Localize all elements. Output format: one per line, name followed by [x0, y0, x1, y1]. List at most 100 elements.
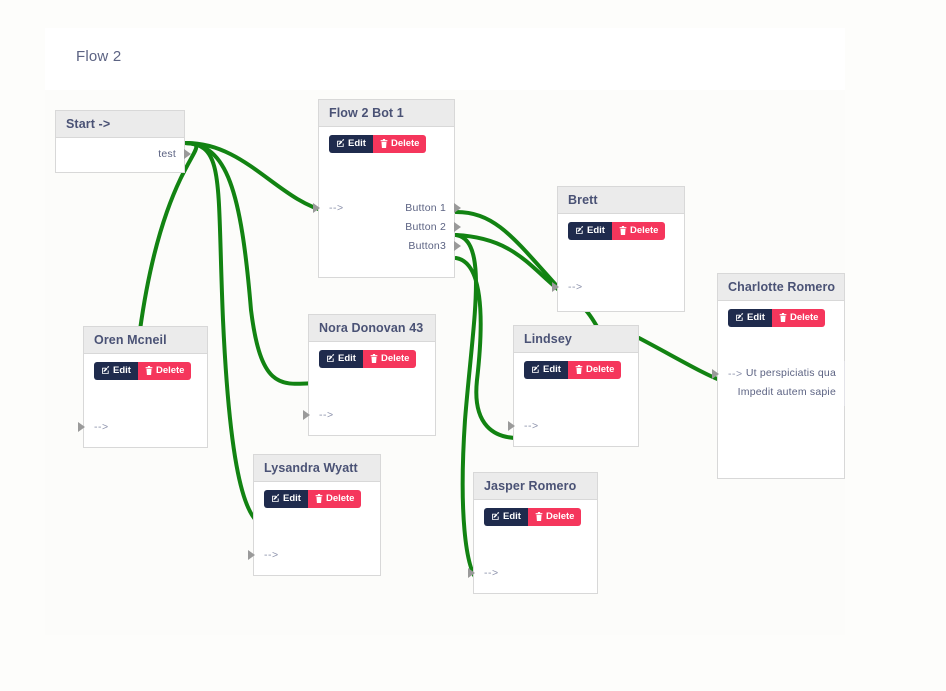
flow-edge[interactable]	[454, 210, 567, 297]
trash-icon	[575, 365, 583, 375]
output-handle-flow-2-bot-1-0[interactable]	[454, 203, 461, 213]
edit-button-label: Edit	[543, 364, 561, 375]
delete-button-label: Delete	[545, 511, 575, 522]
node-title-lysandra-wyatt: Lysandra Wyatt	[254, 455, 380, 482]
delete-button-lindsey[interactable]: Delete	[567, 361, 622, 379]
edit-button-brett[interactable]: Edit	[568, 222, 612, 240]
delete-button-nora-donovan-43[interactable]: Delete	[362, 350, 417, 368]
node-title-brett: Brett	[558, 187, 684, 214]
input-label-brett: -->	[568, 281, 583, 293]
edit-button-charlotte-romero[interactable]: Edit	[728, 309, 772, 327]
node-body-nora-donovan-43: Edit Delete -->	[303, 342, 435, 425]
node-actions-brett: Edit Delete	[558, 214, 684, 240]
edit-button-lindsey[interactable]: Edit	[524, 361, 568, 379]
edit-button-label: Edit	[348, 138, 366, 149]
node-body-lindsey: Edit Delete -->	[508, 353, 638, 436]
flow-edge[interactable]	[454, 256, 520, 440]
trash-icon	[535, 512, 543, 522]
pencil-square-icon	[102, 366, 110, 375]
delete-button-label: Delete	[585, 364, 615, 375]
trash-icon	[370, 354, 378, 364]
delete-button-oren-mcneil[interactable]: Delete	[137, 362, 192, 380]
node-title-charlotte-romero: Charlotte Romero	[718, 274, 844, 301]
output-label-flow-2-bot-1-2: Button3	[408, 240, 446, 252]
edit-button-label: Edit	[283, 493, 301, 504]
node-actions-lysandra-wyatt: Edit Delete	[254, 482, 380, 508]
node-title-flow-2-bot-1: Flow 2 Bot 1	[319, 100, 454, 127]
edit-button-flow-2-bot-1[interactable]: Edit	[329, 135, 373, 153]
input-label-lindsey: -->	[524, 420, 539, 432]
handle-row: test	[56, 144, 191, 163]
input-handle-jasper-romero[interactable]	[468, 568, 475, 578]
edit-button-oren-mcneil[interactable]: Edit	[94, 362, 138, 380]
node-title-lindsey: Lindsey	[514, 326, 638, 353]
input-handle-charlotte-romero[interactable]	[712, 369, 719, 379]
node-body-brett: Edit Delete -->	[552, 214, 684, 297]
delete-button-jasper-romero[interactable]: Delete	[527, 508, 582, 526]
handle-row: -->Ut perspiciatis qua	[712, 361, 845, 387]
input-handle-lysandra-wyatt[interactable]	[248, 550, 255, 560]
input-label-charlotte-romero: -->	[728, 368, 743, 380]
flow-edge[interactable]	[183, 140, 330, 214]
output-handle-flow-2-bot-1-2[interactable]	[454, 241, 461, 251]
output-label-flow-2-bot-1-1: Button 2	[405, 221, 446, 233]
flow-node-flow-2-bot-1[interactable]: Flow 2 Bot 1 Edit Delete --> Button 1 Button …	[313, 99, 461, 278]
flow-node-nora-donovan-43[interactable]: Nora Donovan 43 Edit Delete -->	[303, 314, 436, 436]
output-label-start-0: test	[158, 147, 176, 160]
delete-button-brett[interactable]: Delete	[611, 222, 666, 240]
output-handle-charlotte-romero-1[interactable]	[844, 380, 845, 406]
edit-button-label: Edit	[747, 312, 765, 323]
handle-row: Button3	[319, 237, 461, 256]
flow-node-start[interactable]: Start ->test	[55, 110, 191, 173]
pencil-square-icon	[327, 354, 335, 363]
output-handle-flow-2-bot-1-1[interactable]	[454, 222, 461, 232]
edit-button-label: Edit	[338, 353, 356, 364]
delete-button-flow-2-bot-1[interactable]: Delete	[372, 135, 427, 153]
trash-icon	[619, 226, 627, 236]
trash-icon	[779, 313, 787, 323]
node-title-oren-mcneil: Oren Mcneil	[84, 327, 207, 354]
flow-edge[interactable]	[454, 233, 567, 297]
delete-button-charlotte-romero[interactable]: Delete	[771, 309, 826, 327]
input-label-oren-mcneil: -->	[94, 421, 109, 433]
flow-header-card: Flow 2	[45, 28, 845, 91]
handle-row: --> Button 1	[313, 199, 461, 218]
edit-button-lysandra-wyatt[interactable]: Edit	[264, 490, 308, 508]
handle-row: -->	[78, 418, 207, 437]
pencil-square-icon	[576, 226, 584, 235]
node-title-nora-donovan-43: Nora Donovan 43	[309, 315, 435, 342]
output-label-charlotte-romero-1: Impedit autem sapie	[737, 386, 836, 399]
output-label-flow-2-bot-1-0: Button 1	[405, 202, 446, 214]
input-label-flow-2-bot-1: -->	[329, 202, 344, 214]
handle-row: -->	[248, 546, 380, 565]
delete-button-label: Delete	[789, 312, 819, 323]
edit-button-jasper-romero[interactable]: Edit	[484, 508, 528, 526]
handle-row: Impedit autem sapie	[718, 380, 845, 406]
handle-row: -->	[303, 406, 435, 425]
input-handle-oren-mcneil[interactable]	[78, 422, 85, 432]
input-handle-brett[interactable]	[552, 282, 559, 292]
output-handle-start-0[interactable]	[184, 148, 191, 159]
delete-button-label: Delete	[380, 353, 410, 364]
input-handle-flow-2-bot-1[interactable]	[313, 203, 320, 213]
edit-button-nora-donovan-43[interactable]: Edit	[319, 350, 363, 368]
delete-button-label: Delete	[629, 225, 659, 236]
output-handle-charlotte-romero-0[interactable]	[844, 361, 845, 387]
trash-icon	[380, 139, 388, 149]
node-actions-charlotte-romero: Edit Delete	[718, 301, 844, 327]
input-handle-nora-donovan-43[interactable]	[303, 410, 310, 420]
input-handle-lindsey[interactable]	[508, 421, 515, 431]
delete-button-lysandra-wyatt[interactable]: Delete	[307, 490, 362, 508]
handle-row: -->	[508, 417, 638, 436]
edit-button-label: Edit	[587, 225, 605, 236]
